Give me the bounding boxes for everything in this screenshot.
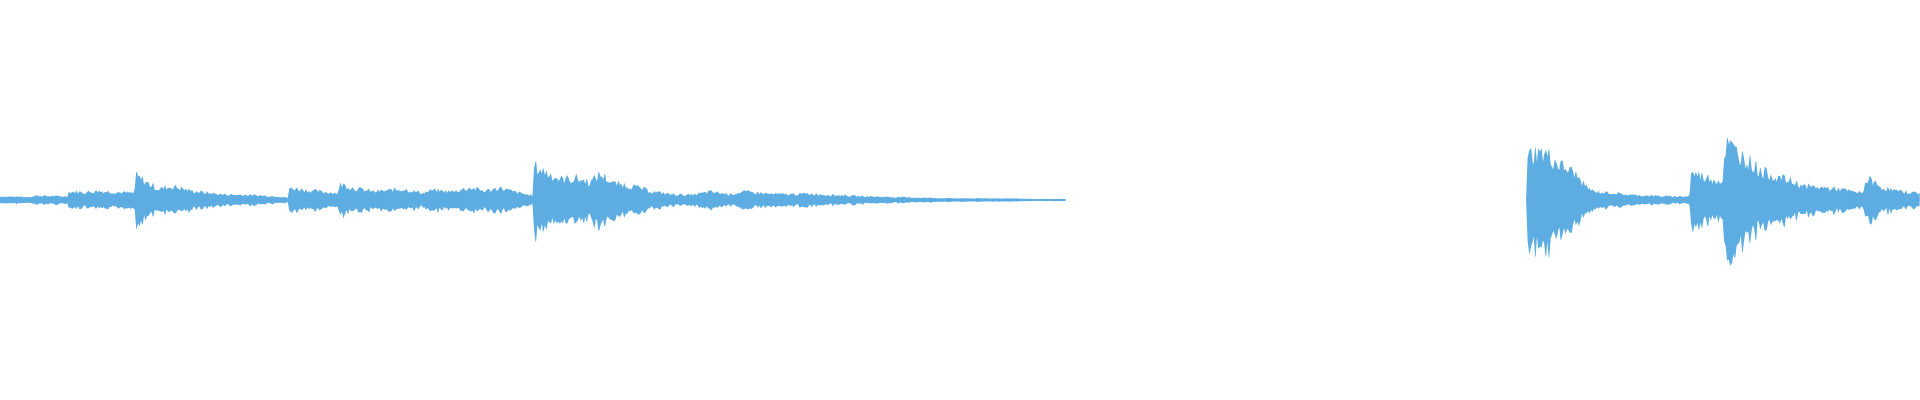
waveform-path bbox=[1526, 137, 1920, 266]
waveform-segment-1 bbox=[0, 171, 533, 229]
waveform-segment-3 bbox=[1526, 137, 1920, 266]
waveform-path bbox=[532, 161, 1066, 242]
waveform-segment-2 bbox=[532, 161, 1066, 242]
